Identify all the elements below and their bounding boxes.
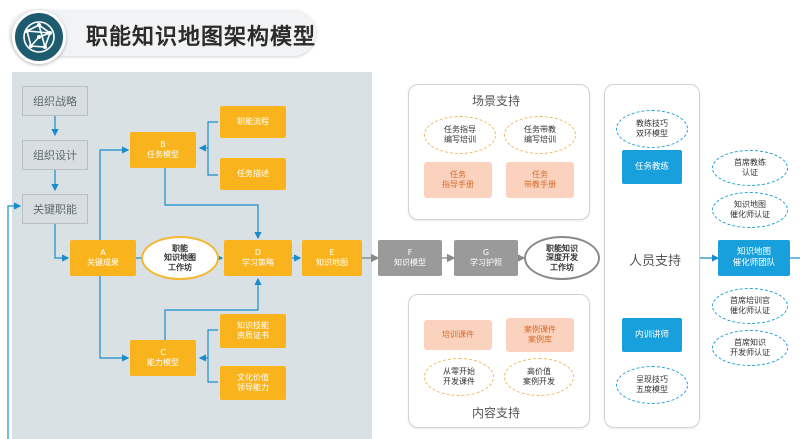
right-catalyst-team: 知识地图 催化师团队 bbox=[718, 240, 790, 276]
node-e-letter: E bbox=[329, 248, 335, 257]
scene-oval-task-coach: 任务带教 编写培训 bbox=[504, 116, 576, 154]
content-support-title: 内容支持 bbox=[472, 406, 521, 420]
scene-oval-1-line2: 编写培训 bbox=[444, 135, 476, 144]
scene-box-guide-manual: 任务 指导手册 bbox=[424, 162, 492, 198]
right-oval-chief-coach: 首席教练 认证 bbox=[712, 150, 788, 186]
node-g-letter: G bbox=[482, 248, 490, 257]
ability-item-culture-line1: 文化价值 bbox=[237, 373, 269, 382]
people-oval-bottom-line2: 五度模型 bbox=[636, 385, 668, 394]
ability-item-skills-line1: 知识技能 bbox=[237, 321, 269, 330]
deep-workshop-line1: 职能知识 bbox=[546, 243, 578, 253]
people-oval-top-line2: 双环模型 bbox=[636, 129, 668, 138]
right-oval-4-line1: 首席知识 bbox=[734, 338, 766, 348]
node-d-learning-strategy: D 学习策略 bbox=[224, 240, 292, 276]
content-oval-1-line1: 从零开始 bbox=[443, 367, 475, 377]
content-box-2-line1: 案例课件 bbox=[524, 325, 556, 334]
node-c-label: 能力模型 bbox=[147, 358, 179, 367]
ability-item-skills-line2: 资质证书 bbox=[237, 331, 269, 340]
scene-oval-2-line1: 任务带教 bbox=[524, 125, 556, 135]
workshop-line1: 职能 bbox=[172, 243, 188, 253]
people-oval-bottom-line1: 呈现技巧 bbox=[636, 375, 668, 385]
ability-item-skills: 知识技能 资质证书 bbox=[220, 314, 286, 348]
scene-support-title: 场景支持 bbox=[472, 94, 521, 108]
workshop-line2: 知识地图 bbox=[164, 253, 196, 263]
node-c-ability-model: C 能力模型 bbox=[130, 340, 196, 376]
right-oval-1-line2: 认证 bbox=[742, 168, 758, 177]
scene-box-1-line2: 指导手册 bbox=[442, 180, 474, 189]
key-function-box: 关键职能 bbox=[22, 194, 88, 224]
people-oval-coaching: 教练技巧 双环模型 bbox=[616, 110, 688, 148]
right-oval-map-catalyst: 知识地图 催化师认证 bbox=[712, 192, 788, 228]
scene-box-coach-manual: 任务 带教手册 bbox=[506, 162, 574, 198]
node-a-label: 关键成果 bbox=[87, 258, 119, 267]
people-task-coach: 任务教练 bbox=[622, 150, 682, 184]
ability-item-culture: 文化价值 领导能力 bbox=[220, 366, 286, 400]
node-a-letter: A bbox=[100, 248, 106, 257]
content-box-courseware: 培训课件 bbox=[424, 320, 492, 350]
task-item-process: 职能流程 bbox=[220, 106, 286, 138]
ability-item-culture-line2: 领导能力 bbox=[237, 383, 269, 392]
content-box-2-line2: 案例库 bbox=[528, 335, 552, 344]
deep-workshop-line3: 工作坊 bbox=[550, 262, 574, 272]
scene-oval-task-guide: 任务指导 编写培训 bbox=[424, 116, 496, 154]
right-oval-chief-training: 首席培训官 催化师认证 bbox=[712, 288, 788, 324]
node-d-letter: D bbox=[254, 248, 262, 257]
node-c-letter: C bbox=[160, 348, 166, 357]
people-oval-presentation: 呈现技巧 五度模型 bbox=[616, 366, 688, 404]
org-design-box: 组织设计 bbox=[22, 140, 88, 170]
node-f-letter: F bbox=[407, 248, 413, 257]
right-oval-3-line2: 催化师认证 bbox=[730, 306, 770, 315]
right-oval-chief-knowledge: 首席知识 开发师认证 bbox=[712, 330, 788, 366]
scene-box-1-line1: 任务 bbox=[450, 170, 466, 179]
node-e-label: 知识地图 bbox=[316, 258, 348, 267]
workshop-line3: 工作坊 bbox=[168, 262, 192, 272]
content-oval-high-value: 高价值 案例开发 bbox=[504, 358, 574, 396]
task-item-description: 任务描述 bbox=[220, 158, 286, 190]
people-oval-top-line1: 教练技巧 bbox=[636, 119, 668, 129]
content-box-1-line1: 培训课件 bbox=[442, 330, 474, 339]
node-a-key-results: A 关键成果 bbox=[70, 240, 136, 276]
node-b-task-model: B 任务模型 bbox=[130, 132, 196, 168]
deep-workshop-line2: 深度开发 bbox=[546, 253, 578, 263]
right-oval-2-line1: 知识地图 bbox=[734, 200, 766, 210]
content-oval-2-line2: 案例开发 bbox=[523, 377, 555, 386]
node-f-label: 知识模型 bbox=[394, 258, 426, 267]
right-oval-2-line2: 催化师认证 bbox=[730, 210, 770, 219]
people-internal-trainer: 内训讲师 bbox=[622, 318, 682, 352]
node-b-letter: B bbox=[160, 140, 166, 149]
logo-icon bbox=[12, 10, 66, 64]
node-d-label: 学习策略 bbox=[242, 258, 274, 267]
right-team-line2: 催化师团队 bbox=[732, 258, 776, 268]
content-oval-from-zero: 从零开始 开发课件 bbox=[424, 358, 494, 396]
node-b-label: 任务模型 bbox=[147, 150, 179, 159]
people-support-title: 人员支持 bbox=[629, 254, 682, 269]
node-e-knowledge-map: E 知识地图 bbox=[302, 240, 362, 276]
scene-oval-2-line2: 编写培训 bbox=[524, 135, 556, 144]
right-team-line1: 知识地图 bbox=[736, 247, 771, 258]
right-oval-4-line2: 开发师认证 bbox=[730, 348, 770, 357]
content-oval-1-line2: 开发课件 bbox=[443, 377, 475, 386]
content-box-cases: 案例课件 案例库 bbox=[506, 318, 574, 352]
node-g-learning-passport: G 学习护照 bbox=[454, 240, 518, 276]
org-strategy-box: 组织战略 bbox=[22, 86, 88, 116]
content-oval-2-line1: 高价值 bbox=[527, 367, 551, 377]
right-oval-3-line1: 首席培训官 bbox=[730, 296, 770, 306]
workshop-oval: 职能 知识地图 工作坊 bbox=[141, 236, 219, 280]
scene-oval-1-line1: 任务指导 bbox=[444, 125, 476, 135]
scene-box-2-line1: 任务 bbox=[532, 170, 548, 179]
node-f-knowledge-model: F 知识模型 bbox=[378, 240, 442, 276]
scene-box-2-line2: 带教手册 bbox=[524, 180, 556, 189]
deep-workshop-oval: 职能知识 深度开发 工作坊 bbox=[524, 236, 600, 280]
page-title: 职能知识地图架构模型 bbox=[86, 25, 317, 50]
node-g-label: 学习护照 bbox=[470, 258, 502, 267]
right-oval-1-line1: 首席教练 bbox=[734, 158, 766, 168]
